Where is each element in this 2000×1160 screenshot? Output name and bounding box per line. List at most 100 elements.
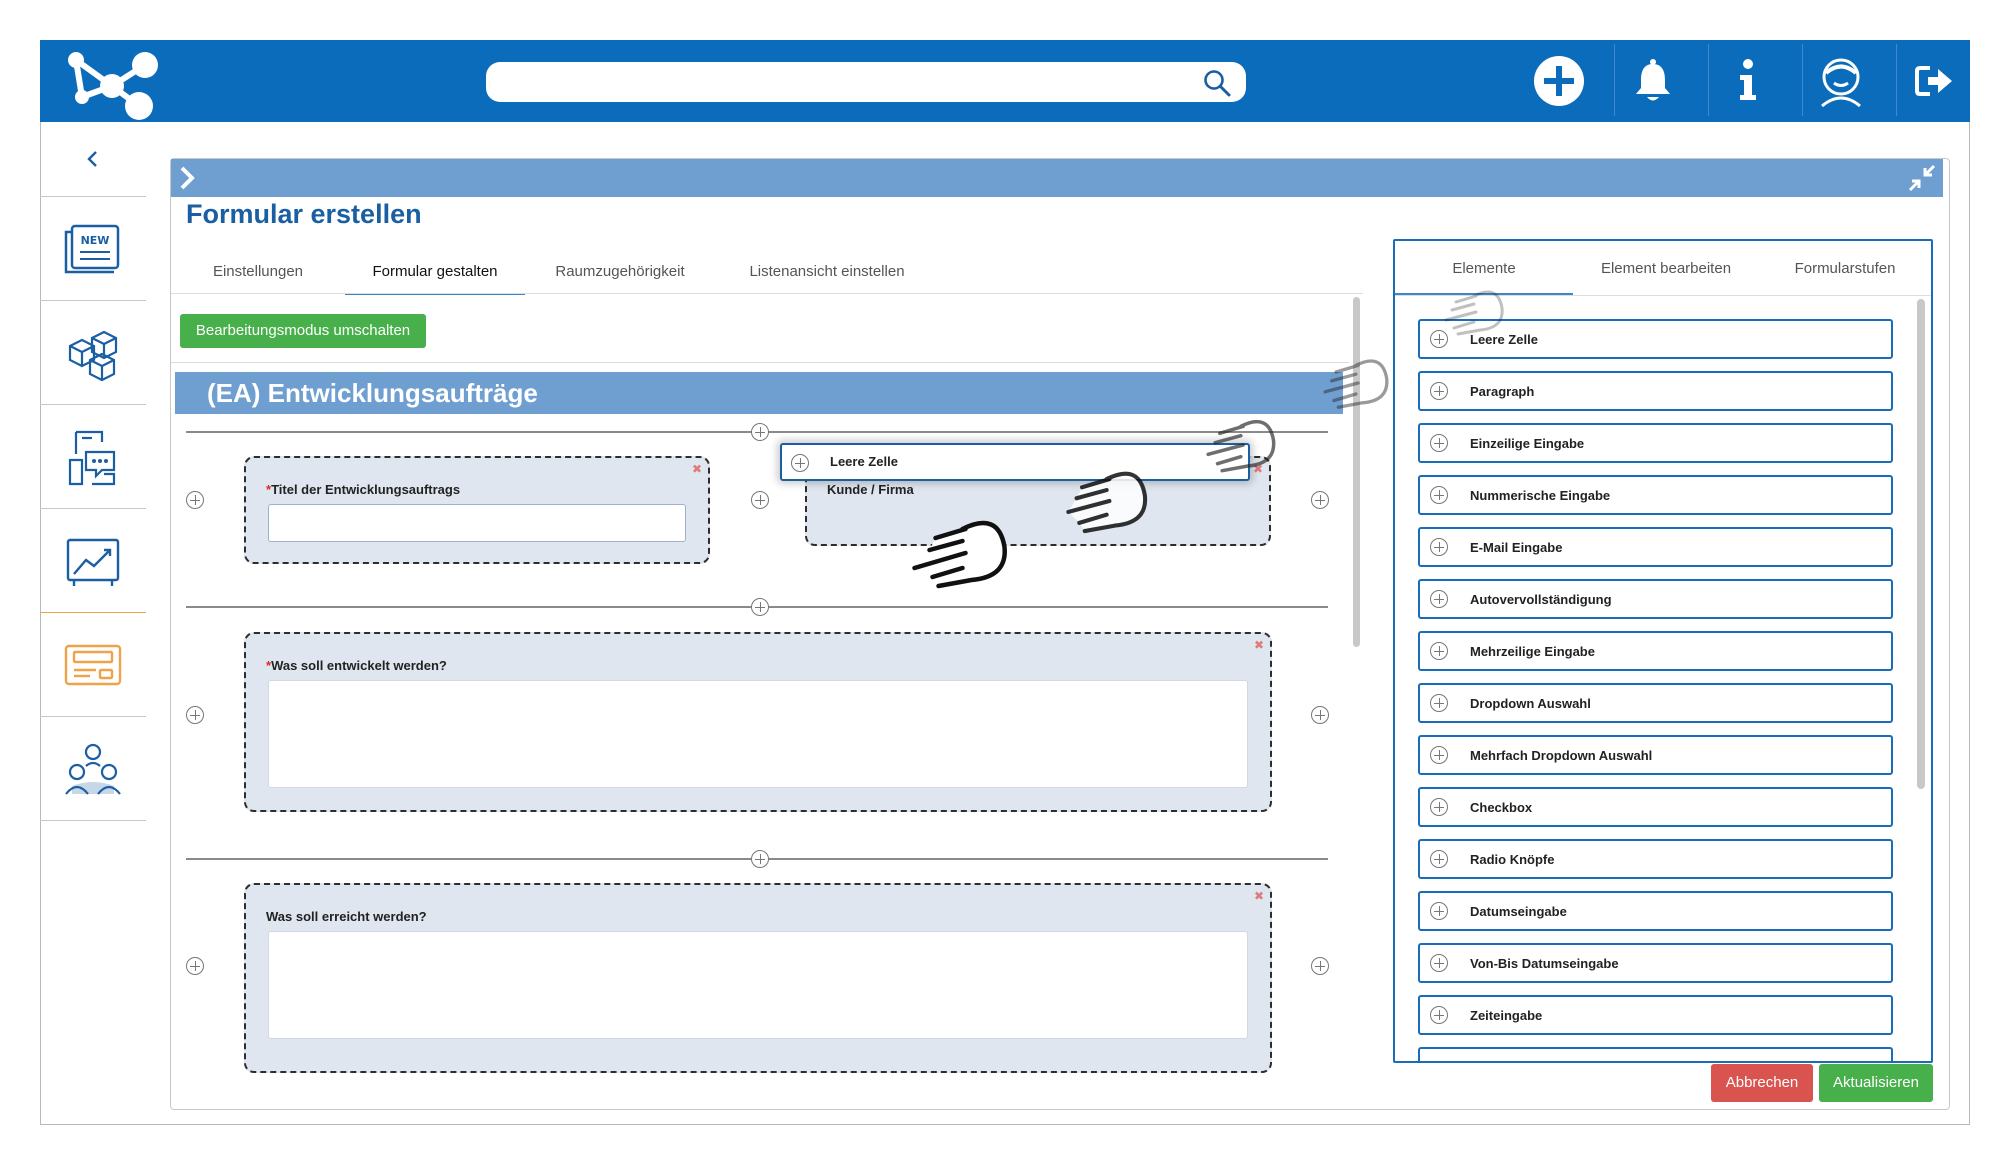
search-icon[interactable] (1202, 68, 1232, 98)
element-item-partial[interactable] (1418, 1047, 1893, 1061)
dragged-element[interactable]: Leere Zelle (780, 443, 1250, 481)
form-builder-panel: Formular erstellen Einstellungen Formula… (170, 158, 1950, 1110)
form-title-bar: (EA) Entwicklungsaufträge (175, 372, 1343, 414)
hand-cursor-icon (912, 520, 1007, 589)
tab-listenansicht[interactable]: Listenansicht einstellen (749, 263, 905, 280)
element-item[interactable]: Einzeilige Eingabe (1418, 423, 1893, 463)
panel-header-bar (171, 159, 1943, 197)
develop-textarea[interactable] (268, 680, 1248, 788)
network-logo-icon[interactable] (62, 48, 166, 122)
add-cell-right-icon[interactable] (1311, 706, 1329, 724)
top-bar-separator (1614, 44, 1615, 116)
chevron-right-icon[interactable] (177, 165, 197, 191)
element-item[interactable]: Paragraph (1418, 371, 1893, 411)
plus-circle-icon (1430, 330, 1448, 348)
element-item[interactable]: Von-Bis Datumseingabe (1418, 943, 1893, 983)
tab-einstellungen[interactable]: Einstellungen (212, 263, 304, 280)
page-title: Formular erstellen (186, 199, 422, 229)
hand-cursor-icon (1444, 290, 1504, 336)
element-item-label: Von-Bis Datumseingabe (1470, 956, 1619, 971)
plus-circle-icon (1430, 798, 1448, 816)
cancel-button[interactable]: Abbrechen (1711, 1064, 1813, 1102)
search-input[interactable] (486, 62, 1246, 102)
plus-circle-icon (1430, 902, 1448, 920)
element-item-label: E-Mail Eingabe (1470, 540, 1563, 555)
sidebar-item-communication[interactable] (40, 404, 146, 508)
close-icon[interactable]: ✖ (1252, 462, 1263, 476)
toggle-edit-mode-button[interactable]: Bearbeitungsmodus umschalten (180, 314, 426, 348)
plus-circle-icon (1430, 382, 1448, 400)
element-item[interactable]: Radio Knöpfe (1418, 839, 1893, 879)
news-icon: NEW (64, 224, 120, 273)
plus-circle-icon (1430, 850, 1448, 868)
sidebar-item-inventory[interactable] (40, 300, 146, 404)
svg-text:NEW: NEW (81, 234, 110, 247)
plus-circle-icon (1430, 486, 1448, 504)
tabs-divider (171, 293, 1363, 294)
element-item-label: Datumseingabe (1470, 904, 1567, 919)
element-item[interactable]: Dropdown Auswahl (1418, 683, 1893, 723)
element-item[interactable]: Datumseingabe (1418, 891, 1893, 931)
add-cell-left-icon[interactable] (186, 957, 204, 975)
info-icon[interactable] (1716, 50, 1778, 112)
update-button[interactable]: Aktualisieren (1819, 1064, 1933, 1102)
cell-label: *Titel der Entwicklungsauftrags (266, 482, 461, 497)
add-cell-right-icon[interactable] (1311, 491, 1329, 509)
element-item-label: Checkbox (1470, 800, 1533, 815)
add-row-icon[interactable] (751, 598, 769, 616)
top-bar-separator (1708, 44, 1709, 116)
element-item-label: Leere Zelle (1470, 332, 1538, 347)
sidebar-item-news[interactable]: NEW (40, 196, 146, 300)
collapse-arrows-icon[interactable] (1907, 163, 1937, 193)
tab-raumzugehoerigkeit[interactable]: Raumzugehörigkeit (555, 263, 685, 280)
add-cell-right-icon[interactable] (1311, 957, 1329, 975)
form-cell-goal[interactable]: Was soll erreicht werden? ✖ (244, 883, 1272, 1073)
element-item[interactable]: E-Mail Eingabe (1418, 527, 1893, 567)
canvas-scrollbar-thumb[interactable] (1353, 297, 1360, 647)
plus-circle-icon (1430, 694, 1448, 712)
bell-icon[interactable] (1622, 50, 1684, 112)
chat-building-icon (68, 430, 116, 485)
add-row-icon[interactable] (751, 423, 769, 441)
top-bar (40, 40, 1970, 122)
element-item-label: Dropdown Auswahl (1470, 696, 1591, 711)
plus-circle-icon (1430, 642, 1448, 660)
plus-circle-icon (1430, 538, 1448, 556)
tab-formularstufen[interactable]: Formularstufen (1794, 260, 1896, 277)
add-cell-middle-icon[interactable] (751, 491, 769, 509)
close-icon[interactable]: ✖ (1253, 889, 1264, 903)
tab-elemente[interactable]: Elemente (1395, 241, 1573, 295)
sidebar-divider (40, 820, 146, 821)
hand-cursor-icon (1066, 471, 1148, 534)
form-cell-develop[interactable]: *Was soll entwickelt werden? ✖ (244, 632, 1272, 812)
tab-element-bearbeiten[interactable]: Element bearbeiten (1600, 260, 1732, 277)
user-avatar-icon[interactable] (1810, 50, 1872, 112)
sidebar-item-forms[interactable] (40, 612, 146, 716)
elements-tabs-divider (1395, 295, 1931, 296)
elements-scrollbar-thumb[interactable] (1917, 299, 1925, 789)
element-item[interactable]: Mehrfach Dropdown Auswahl (1418, 735, 1893, 775)
close-icon[interactable]: ✖ (691, 462, 702, 476)
add-cell-left-icon[interactable] (186, 706, 204, 724)
sidebar-collapse-button[interactable] (40, 122, 146, 196)
element-item[interactable]: Autovervollständigung (1418, 579, 1893, 619)
element-item[interactable]: Leere Zelle (1418, 319, 1893, 359)
element-item[interactable]: Checkbox (1418, 787, 1893, 827)
title-input[interactable] (268, 504, 686, 542)
sidebar-item-community[interactable] (40, 716, 146, 820)
close-icon[interactable]: ✖ (1253, 638, 1264, 652)
element-item-label: Autovervollständigung (1470, 592, 1612, 607)
goal-textarea[interactable] (268, 931, 1248, 1039)
plus-circle-icon[interactable] (1528, 50, 1590, 112)
add-cell-left-icon[interactable] (186, 491, 204, 509)
element-item[interactable]: Nummerische Eingabe (1418, 475, 1893, 515)
add-row-icon[interactable] (751, 850, 769, 868)
element-item[interactable]: Zeiteingabe (1418, 995, 1893, 1035)
element-item[interactable]: Mehrzeilige Eingabe (1418, 631, 1893, 671)
tab-formular-gestalten[interactable]: Formular gestalten (345, 249, 525, 295)
chevron-left-icon (87, 151, 97, 167)
logout-icon[interactable] (1904, 50, 1966, 112)
element-item-label: Paragraph (1470, 384, 1535, 399)
sidebar-item-analytics[interactable] (40, 508, 146, 612)
form-cell-title[interactable]: *Titel der Entwicklungsauftrags ✖ (244, 456, 710, 564)
